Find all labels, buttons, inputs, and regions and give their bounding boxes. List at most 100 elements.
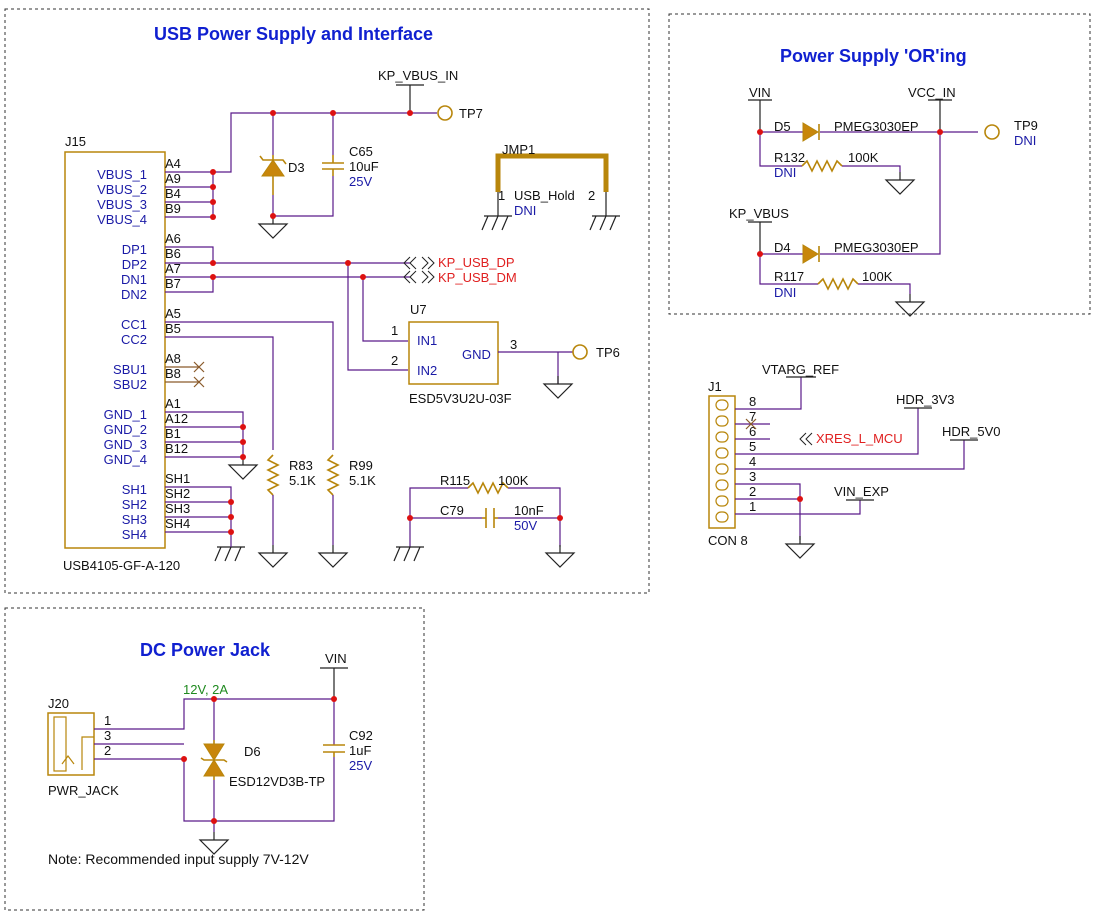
j15-pin: A1 [165,396,181,411]
j15-signal: SH1 [122,482,147,497]
ground-icon [895,293,925,317]
r132-dni: DNI [774,165,796,180]
j1-pin: 5 [749,439,756,454]
tp7-testpoint [437,105,453,121]
j15-signal: GND_1 [104,407,147,422]
shield-filter: R115 100K C79 10nF 50V [393,473,575,568]
ground-icon [481,215,513,231]
j15-pin: A12 [165,411,188,426]
power-jack-label: PWR_JACK [48,783,119,798]
r83-ref: R83 [289,458,313,473]
ground-icon [228,456,258,480]
sbu-no-connect [165,361,205,388]
c92-ref: C92 [349,728,373,743]
ground-icon [545,544,575,568]
c92-capacitor [323,744,345,757]
r99-ref: R99 [349,458,373,473]
d3-tvs-diode: D3 [259,155,305,195]
jack-pin3: 3 [104,728,111,743]
j15-signal: GND_3 [104,437,147,452]
j15-signal: DP2 [122,257,147,272]
oring-section-box [668,13,1091,315]
j15-pin: A8 [165,351,181,366]
jack-pin2: 2 [104,743,111,758]
u7-esd-array: U7 IN1 IN2 GND 1 2 3 ESD5V3U2U-03F TP6 [391,302,620,406]
j1-pin: 2 [749,484,756,499]
jmp1-dni: DNI [514,203,536,218]
j15-signal: DN2 [121,287,147,302]
jmp1-pin2: 2 [588,188,595,203]
j1-pin: 8 [749,394,756,409]
j15-pin: A7 [165,261,181,276]
jmp1-ref: JMP1 [502,142,535,157]
c92-value: 1uF [349,743,371,758]
d4-ref: D4 [774,240,791,255]
j1-header: J1 CON 8 8 7 6 5 4 3 2 1 VTARG_REF [708,362,1001,559]
j15-signal: SH2 [122,497,147,512]
u7-pin2: 2 [391,353,398,368]
r83-value: 5.1K [289,473,316,488]
r117-value: 100K [862,269,893,284]
ground-icon [393,546,425,562]
r99-value: 5.1K [349,473,376,488]
j15-pin: B1 [165,426,181,441]
vtarg-ref-label: VTARG_REF [762,362,839,377]
usb-connector-j15: J15 USB4105-GF-A-120 VBUS_1 VBUS_2 VBUS_… [63,134,190,573]
d6-part: ESD12VD3B-TP [229,774,325,789]
r117-ref: R117 [774,269,804,284]
j15-signal: VBUS_3 [97,197,147,212]
j1-pin: 4 [749,454,756,469]
vcc-in-label: VCC_IN [908,85,956,100]
j15-pin: SH2 [165,486,190,501]
usb-section-title: USB Power Supply and Interface [154,24,433,44]
j15-pin: B9 [165,201,181,216]
tp7-label: TP7 [459,106,483,121]
j15-signal: GND_2 [104,422,147,437]
d4-part: PMEG3030EP [834,240,919,255]
j20-ref: J20 [48,696,69,711]
power-jack-icon [47,712,95,776]
j1-pin: 3 [749,469,756,484]
jmp1-jumper: JMP1 USB_Hold DNI 1 2 [481,142,621,231]
d3-ref: D3 [288,160,305,175]
dcjack-section-title: DC Power Jack [140,640,271,660]
kp-vbus-in-label: KP_VBUS_IN [378,68,458,83]
vin-exp-label: VIN_EXP [834,484,889,499]
oring-circuit: VIN D5 PMEG3030EP R132 DNI 100K VCC_IN T… [729,85,1038,317]
j15-pin: SH1 [165,471,190,486]
input-supply-note: Note: Recommended input supply 7V-12V [48,851,309,867]
j15-pin: B5 [165,321,181,336]
u7-part: ESD5V3U2U-03F [409,391,512,406]
tp6-testpoint [572,344,588,360]
r115-ref: R115 [440,473,470,488]
j15-pin: A9 [165,171,181,186]
j15-pin: B7 [165,276,181,291]
r132-ref: R132 [774,150,805,165]
ground-icon [258,215,288,239]
j15-signal: CC1 [121,317,147,332]
oring-section-title: Power Supply 'OR'ing [780,46,967,66]
ground-icon [589,215,621,231]
j15-signal: CC2 [121,332,147,347]
u7-gnd: GND [462,347,491,362]
u7-in2: IN2 [417,363,437,378]
dcjack-section-box [4,607,425,911]
kp-usb-dp-label: KP_USB_DP [438,255,515,270]
vin-label: VIN [749,85,771,100]
xres-l-mcu-label: XRES_L_MCU [816,431,903,446]
r115-value: 100K [498,473,529,488]
c65-ref: C65 [349,144,373,159]
junction-dots [181,110,943,824]
r83-resistor: R83 5.1K [258,454,316,568]
j15-ref: J15 [65,134,86,149]
j15-signal: DN1 [121,272,147,287]
j1-pin: 7 [749,409,756,424]
hdr-3v3-label: HDR_3V3 [896,392,955,407]
j15-signal: VBUS_2 [97,182,147,197]
dc-jack-circuit: J20 PWR_JACK 1 3 2 VIN 12V, 2A D6 [47,651,373,855]
usb-data-lines: KP_USB_DP KP_USB_DM [347,255,517,371]
j15-pin: A4 [165,156,181,171]
ground-icon [785,535,815,559]
vbus-rail: KP_VBUS_IN TP7 [272,68,483,217]
